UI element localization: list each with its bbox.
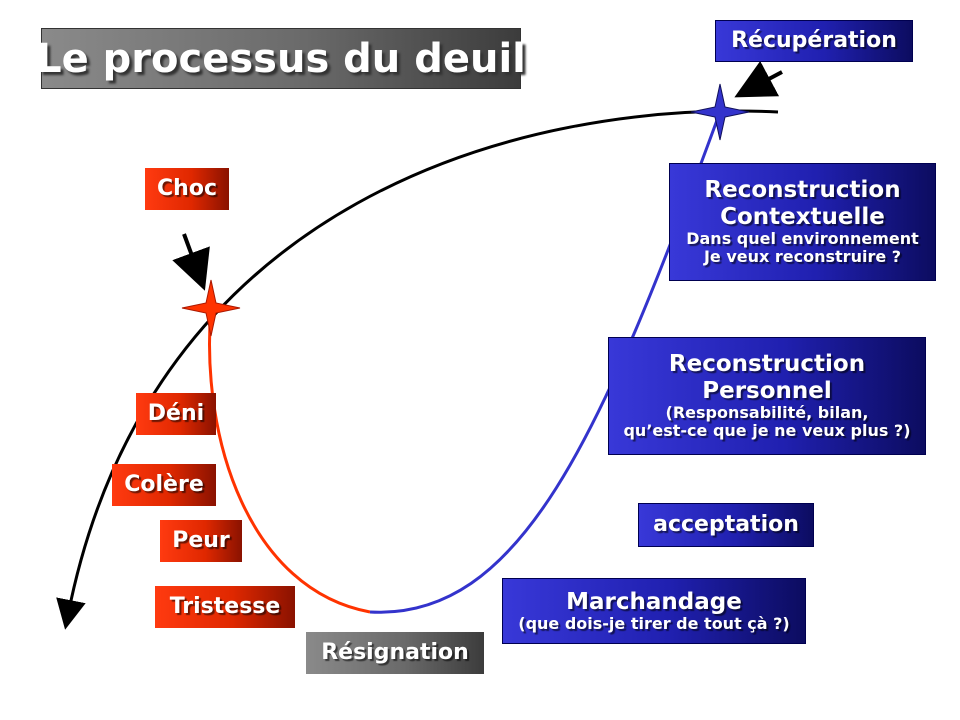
choc-arrow bbox=[172, 233, 210, 291]
stage-reconstruction-personnel: Reconstruction Personnel (Responsabilité… bbox=[608, 337, 926, 455]
reconstruction-personnel-line2: Personnel bbox=[702, 377, 832, 404]
marchandage-subtitle: (que dois-je tirer de tout çà ?) bbox=[518, 614, 790, 634]
stage-colere: Colère bbox=[112, 464, 216, 506]
marchandage-title: Marchandage bbox=[566, 588, 742, 615]
stage-peur: Peur bbox=[160, 520, 242, 562]
recuperation-star-icon bbox=[690, 83, 750, 141]
stage-reconstruction-contextuelle: Reconstruction Contextuelle Dans quel en… bbox=[669, 163, 936, 281]
reconstruction-contextuelle-line3: Dans quel environnement bbox=[686, 229, 919, 249]
stage-choc: Choc bbox=[145, 168, 229, 210]
outer-arc-curve bbox=[56, 109, 779, 630]
stage-marchandage: Marchandage (que dois-je tirer de tout ç… bbox=[502, 578, 806, 644]
recuperation-arrow bbox=[734, 60, 783, 98]
stage-acceptation: acceptation bbox=[638, 503, 814, 547]
reconstruction-contextuelle-line4: Je veux reconstruire ? bbox=[703, 247, 902, 267]
stage-deni: Déni bbox=[136, 393, 216, 435]
stage-tristesse: Tristesse bbox=[155, 586, 295, 628]
choc-star-icon bbox=[181, 279, 241, 337]
reconstruction-personnel-line3: (Responsabilité, bilan, bbox=[665, 403, 869, 423]
stage-recuperation: Récupération bbox=[715, 20, 913, 62]
red-descent-curve bbox=[208, 307, 371, 614]
reconstruction-personnel-line4: qu’est-ce que je ne veux plus ?) bbox=[623, 421, 911, 441]
reconstruction-personnel-line1: Reconstruction bbox=[668, 351, 866, 378]
stage-resignation: Résignation bbox=[306, 632, 484, 674]
reconstruction-contextuelle-line1: Reconstruction bbox=[704, 177, 901, 204]
page-title: Le processus du deuil bbox=[36, 28, 526, 89]
reconstruction-contextuelle-line2: Contextuelle bbox=[720, 203, 885, 230]
